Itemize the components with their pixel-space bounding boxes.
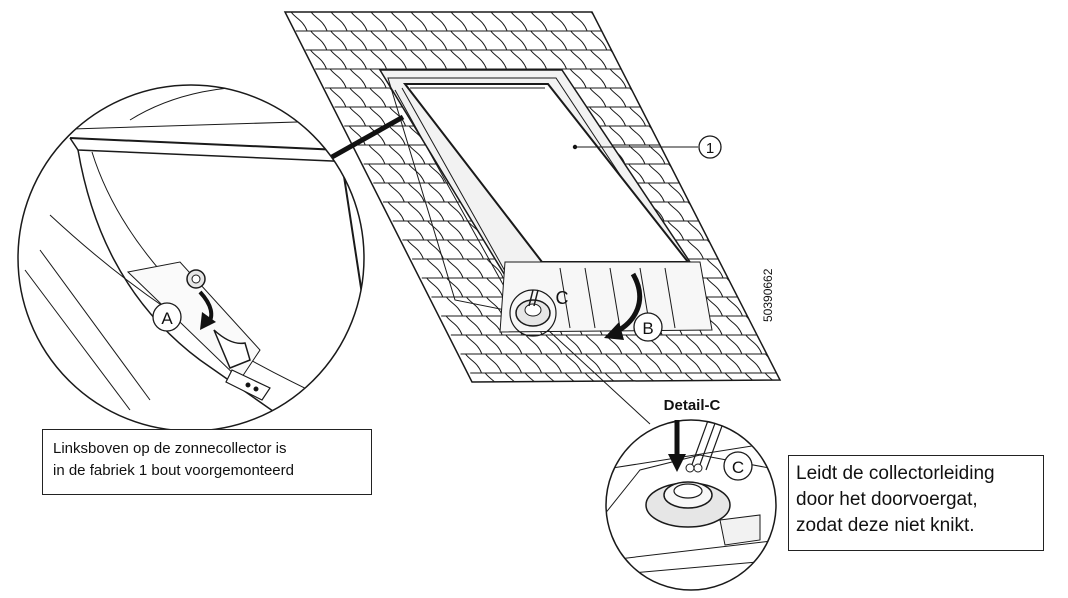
solar-collector: [378, 69, 713, 337]
note-pipe-routing: Leidt de collectorleiding door het doorv…: [788, 455, 1044, 551]
detail-c-marker: [509, 289, 557, 337]
note-bolt-premounted: Linksboven op de zonnecollector is in de…: [42, 429, 372, 495]
down-arrow-icon: [668, 454, 686, 472]
detail-a-zoom: A: [17, 84, 365, 432]
note-a-line-2: in de fabriek 1 bout voorgemonteerd: [53, 462, 294, 479]
rotate-arrow-b: B: [604, 272, 663, 342]
item-1-callout: 1: [572, 135, 722, 159]
detail-c-zoom: C: [605, 419, 777, 591]
detail-c-title: Detail-C: [664, 397, 721, 414]
detail-c-label: C: [556, 288, 569, 308]
detail-c-zoom-label: C: [732, 458, 744, 477]
item-1-label: 1: [706, 140, 714, 157]
detail-b-label: B: [642, 319, 653, 338]
note-c-line-2: door het doorvoergat,: [796, 489, 978, 510]
note-c-line-3: zodat deze niet knikt.: [796, 515, 975, 536]
detail-a-label: A: [161, 309, 173, 328]
part-number: 50390662: [761, 268, 775, 322]
note-c-line-1: Leidt de collectorleiding: [796, 463, 995, 484]
note-a-line-1: Linksboven op de zonnecollector is: [53, 440, 287, 457]
